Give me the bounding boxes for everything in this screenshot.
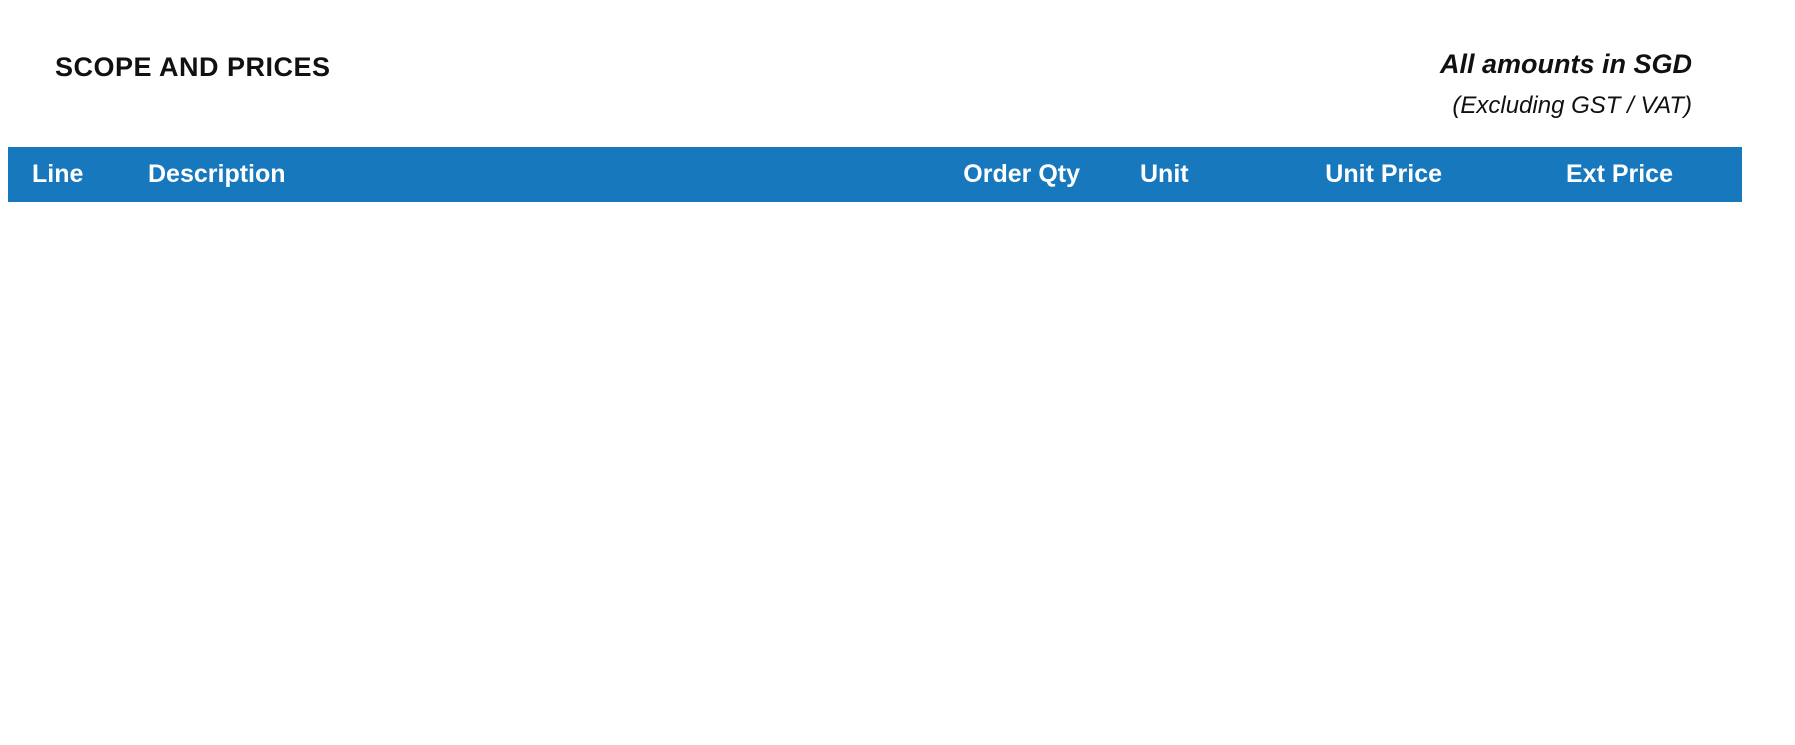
amounts-note-block: All amounts in SGD (Excluding GST / VAT) — [1440, 48, 1692, 121]
column-header-order-qty: Order Qty — [963, 160, 1080, 188]
currency-note: All amounts in SGD — [1439, 49, 1692, 79]
table-header-row: Line Description Order Qty Unit Unit Pri… — [8, 147, 1742, 202]
column-header-description: Description — [148, 160, 286, 188]
page-title: SCOPE AND PRICES — [55, 52, 331, 82]
table-body-empty — [8, 202, 1742, 702]
column-header-line: Line — [32, 160, 84, 188]
column-header-unit-price: Unit Price — [1325, 160, 1442, 188]
column-header-ext-price: Ext Price — [1565, 160, 1673, 188]
column-header-unit: Unit — [1140, 160, 1189, 188]
tax-note: (Excluding GST / VAT) — [1452, 91, 1692, 119]
